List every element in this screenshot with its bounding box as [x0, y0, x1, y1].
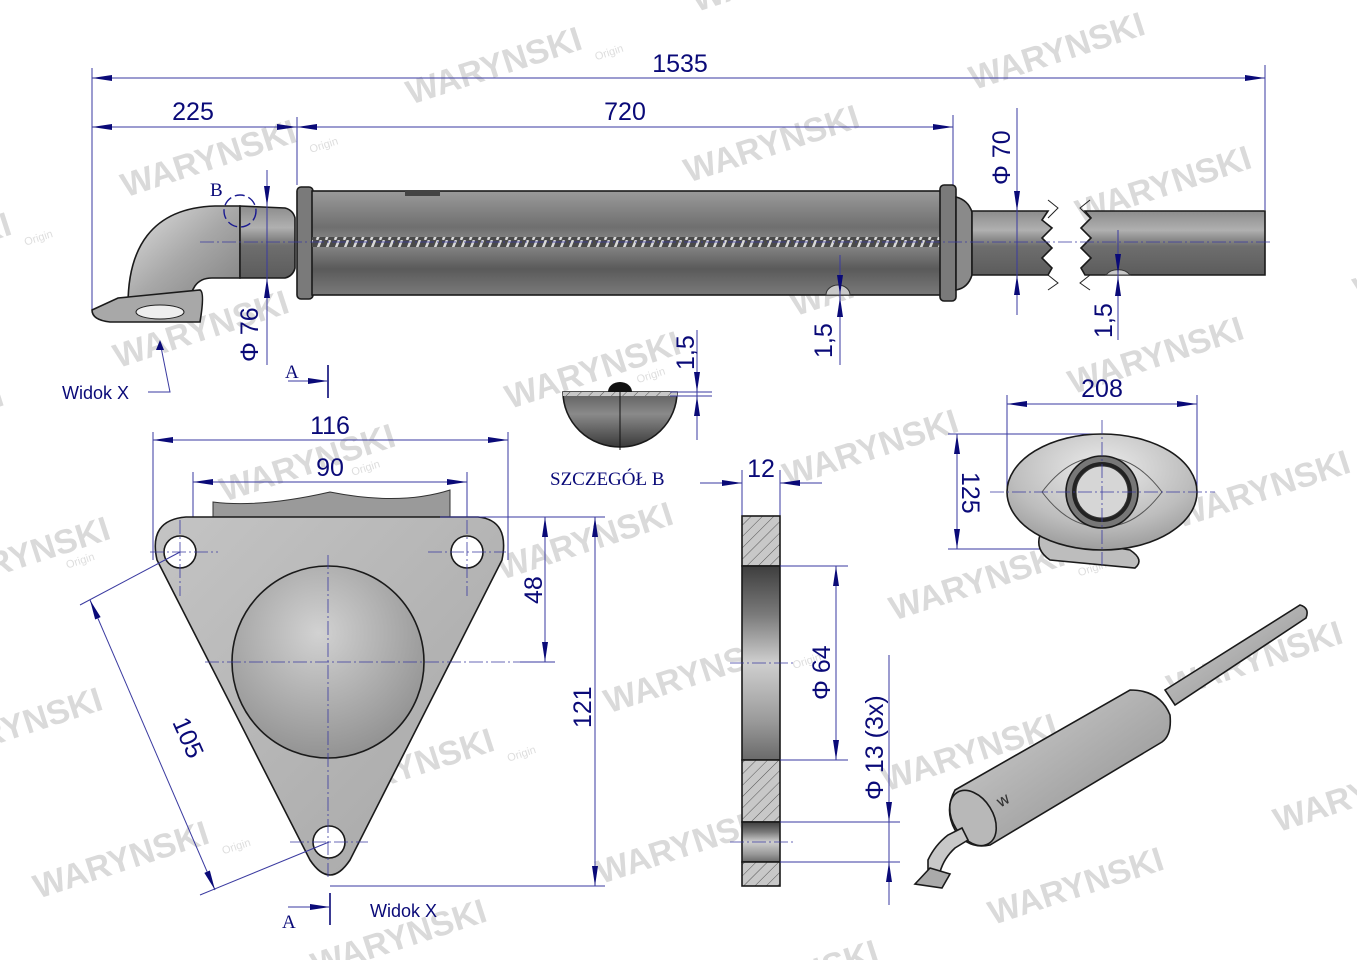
svg-text:WARYNSKI: WARYNSKI: [1250, 0, 1357, 5]
dimension-label-inlet-offset: 225: [172, 98, 214, 126]
dimension-label-bore: Φ 64: [808, 645, 836, 700]
svg-text:WARYNSKI: WARYNSKI: [0, 376, 8, 468]
dimension-label-overall: 1535: [652, 50, 708, 78]
dimension-label-detail-weld: 1,5: [672, 335, 700, 370]
svg-text:A: A: [282, 912, 296, 933]
dimension-label-edge-length: 105: [167, 713, 210, 763]
dimension-label-flange-width: 116: [310, 412, 350, 440]
svg-text:WARYNSKI: WARYNSKI: [29, 814, 214, 906]
dimension-label-hole-spacing: 90: [316, 454, 344, 482]
section-a-marker: A: [285, 362, 299, 383]
svg-text:WARYNSKI: WARYNSKI: [965, 5, 1150, 97]
dimension-label-hole-diameter: Φ 13 (3x): [861, 695, 889, 800]
detail-b-title: SZCZEGÓŁ B: [550, 468, 665, 490]
dimension-label-body-length: 720: [604, 98, 646, 126]
dimension-label-weld-pipe: 1,5: [1090, 303, 1118, 338]
view-x-label: Widok X: [62, 383, 129, 403]
svg-text:WARYNSKI: WARYNSKI: [1349, 217, 1357, 309]
svg-text:WARYNSKI: WARYNSKI: [687, 0, 872, 20]
inlet-elbow-pipe: [127, 205, 241, 306]
detail-b: 1,5 SZCZEGÓŁ B: [550, 330, 712, 490]
svg-text:WARYNSKI: WARYNSKI: [402, 20, 587, 112]
dimension-label-weld-body: 1,5: [810, 323, 838, 358]
flange-section: 12 Φ 64 Φ 13 (3x): [700, 455, 900, 905]
view-x-label-2: Widok X: [370, 901, 437, 921]
svg-text:WARYNSKI: WARYNSKI: [984, 840, 1169, 932]
svg-text:WARYNSKI: WARYNSKI: [0, 205, 16, 297]
iso-outlet-pipe: [1163, 604, 1308, 707]
svg-text:WARYNSKI: WARYNSKI: [778, 402, 963, 494]
svg-text:Origin: Origin: [23, 228, 55, 248]
dimension-label-end-width: 208: [1081, 375, 1123, 403]
flange-view: 116 90 48 121 105 A: [79, 412, 605, 933]
iso-muffler-body: [948, 689, 1172, 847]
svg-text:WARYNSKI: WARYNSKI: [493, 495, 678, 587]
dimension-label-end-height: 125: [956, 472, 984, 514]
svg-text:Origin: Origin: [308, 135, 340, 155]
svg-text:Origin: Origin: [506, 744, 538, 764]
outlet-pipe-segment-1: [971, 210, 1054, 276]
side-view: 1535 225 720 B Φ 76 1,5: [62, 50, 1270, 403]
dimension-label-hole-center: 48: [520, 576, 548, 604]
svg-text:Origin: Origin: [221, 837, 253, 857]
dimension-label-outlet-diameter: Φ 70: [988, 130, 1016, 185]
iso-view: ᴡ: [913, 604, 1308, 889]
outlet-pipe-segment-2: [1079, 210, 1266, 276]
svg-text:WARYNSKI: WARYNSKI: [679, 98, 864, 190]
svg-text:WARYNSKI: WARYNSKI: [1170, 443, 1355, 535]
dimension-label-flange-height: 121: [569, 686, 597, 728]
svg-text:B: B: [210, 180, 223, 201]
svg-text:Origin: Origin: [593, 43, 625, 63]
svg-text:WARYNSKI: WARYNSKI: [0, 680, 107, 772]
svg-text:WARYNSKI: WARYNSKI: [1269, 748, 1357, 840]
dimension-label-thickness: 12: [747, 455, 775, 483]
detail-b-marker: [223, 194, 257, 228]
svg-text:WARYNSKI: WARYNSKI: [0, 510, 115, 602]
svg-text:WARYNSKI: WARYNSKI: [698, 933, 883, 960]
end-view: 208 125: [948, 375, 1215, 569]
dimension-label-inlet-diameter: Φ 76: [236, 307, 264, 362]
